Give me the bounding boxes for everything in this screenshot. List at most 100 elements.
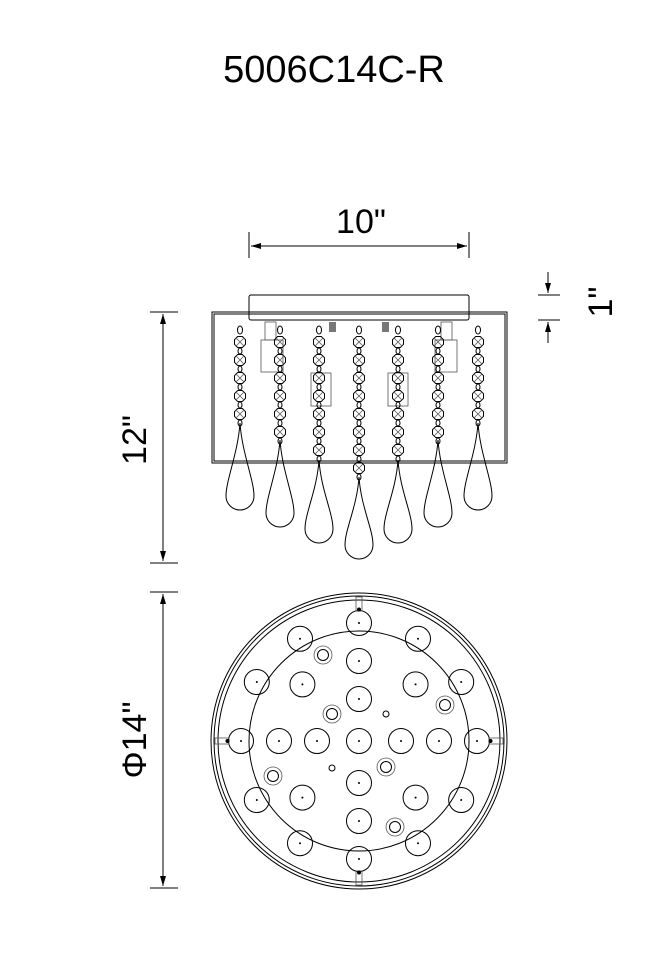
- diameter-label: Φ14": [116, 701, 154, 778]
- crystal-strand: [304, 325, 334, 544]
- height-label: 12": [116, 415, 154, 465]
- crystal-bead: [472, 354, 484, 366]
- teardrop-crystal: [423, 439, 453, 528]
- bulb-socket: [322, 704, 342, 724]
- crystal-bead: [353, 390, 365, 402]
- teardrop-crystal: [383, 459, 413, 544]
- crystal-position: [289, 784, 316, 811]
- model-title: 5006C14C-R: [223, 49, 445, 91]
- canopy: [248, 294, 470, 321]
- crystal-bead: [353, 372, 365, 384]
- crystal-strand: [383, 325, 413, 544]
- crystal-bead: [274, 336, 286, 348]
- crystal-strand: [463, 325, 493, 511]
- bulb-holder: [434, 339, 458, 373]
- crystal-position: [402, 784, 429, 811]
- crystal-bead: [234, 390, 246, 402]
- crystal-bead: [432, 354, 444, 366]
- crystal-bead: [274, 354, 286, 366]
- crystal-bead: [432, 390, 444, 402]
- bulb-socket: [385, 817, 405, 837]
- crystal-bead: [392, 336, 404, 348]
- crystal-bead: [392, 372, 404, 384]
- crystal-bead: [274, 390, 286, 402]
- teardrop-crystal: [225, 422, 255, 511]
- connector: [382, 322, 389, 332]
- crystal-position: [346, 728, 372, 754]
- crystal-position: [346, 770, 372, 796]
- mounting-hole: [328, 764, 336, 772]
- connector: [329, 322, 336, 332]
- bulb-socket: [313, 645, 333, 665]
- crystal-bead: [353, 354, 365, 366]
- crystal-strand: [423, 325, 453, 528]
- crystal-position: [448, 787, 475, 813]
- crystal-position: [346, 808, 372, 834]
- socket: [440, 321, 453, 341]
- crystal-bead: [432, 336, 444, 348]
- teardrop-crystal: [304, 459, 334, 544]
- canopy-label: 1": [582, 287, 620, 318]
- crystal-bead: [392, 408, 404, 420]
- crystal-bead: [313, 444, 325, 456]
- teardrop-crystal: [463, 422, 493, 511]
- crystal-bead: [274, 372, 286, 384]
- crystal-position: [266, 728, 292, 754]
- bulb-socket: [263, 766, 283, 786]
- crystal-bead: [353, 426, 365, 438]
- crystal-bead: [432, 408, 444, 420]
- crystal-position: [289, 671, 316, 698]
- crystal-bead: [234, 354, 246, 366]
- crystal-bead: [353, 444, 365, 456]
- crystal-bead: [472, 390, 484, 402]
- crystal-bead: [472, 408, 484, 420]
- bulb-socket: [376, 757, 396, 777]
- mounting-hole: [382, 710, 390, 718]
- width-label: 10": [336, 203, 386, 241]
- frame: [211, 311, 508, 464]
- crystal-bead: [392, 426, 404, 438]
- crystal-strand: [344, 325, 374, 560]
- bulb-socket: [435, 695, 455, 715]
- crystal-position: [448, 669, 475, 695]
- crystal-bead: [313, 408, 325, 420]
- height-dimension: 12": [116, 311, 178, 564]
- teardrop-crystal: [265, 439, 295, 528]
- crystal-bead: [234, 372, 246, 384]
- crystal-position: [426, 728, 452, 754]
- crystal-position: [388, 728, 414, 754]
- crystal-bead: [313, 354, 325, 366]
- crystal-position: [243, 669, 270, 695]
- crystal-position: [405, 625, 431, 652]
- diameter-dimension: Φ14": [116, 591, 178, 889]
- crystal-position: [243, 787, 270, 813]
- side-view: [211, 294, 508, 560]
- crystal-bead: [472, 372, 484, 384]
- crystal-bead: [313, 426, 325, 438]
- crystal-bead: [472, 336, 484, 348]
- canopy-dimension: 1": [538, 272, 620, 343]
- crystal-bead: [392, 444, 404, 456]
- crystal-bead: [234, 408, 246, 420]
- crystal-position: [405, 830, 431, 857]
- crystal-bead: [274, 426, 286, 438]
- crystal-bead: [432, 426, 444, 438]
- crystal-bead: [392, 390, 404, 402]
- crystal-bead: [432, 372, 444, 384]
- crystal-position: [304, 728, 330, 754]
- crystal-position: [346, 648, 372, 674]
- crystal-strand: [225, 325, 255, 511]
- crystal-position: [402, 671, 429, 698]
- crystal-bead: [234, 336, 246, 348]
- crystal-bead: [313, 390, 325, 402]
- crystal-position: [346, 686, 372, 712]
- crystal-strand: [265, 325, 295, 528]
- crystal-position: [287, 830, 313, 857]
- bulb-holder: [260, 339, 284, 373]
- crystal-bead: [353, 462, 365, 474]
- socket: [264, 321, 277, 341]
- teardrop-crystal: [344, 476, 374, 560]
- crystal-bead: [313, 336, 325, 348]
